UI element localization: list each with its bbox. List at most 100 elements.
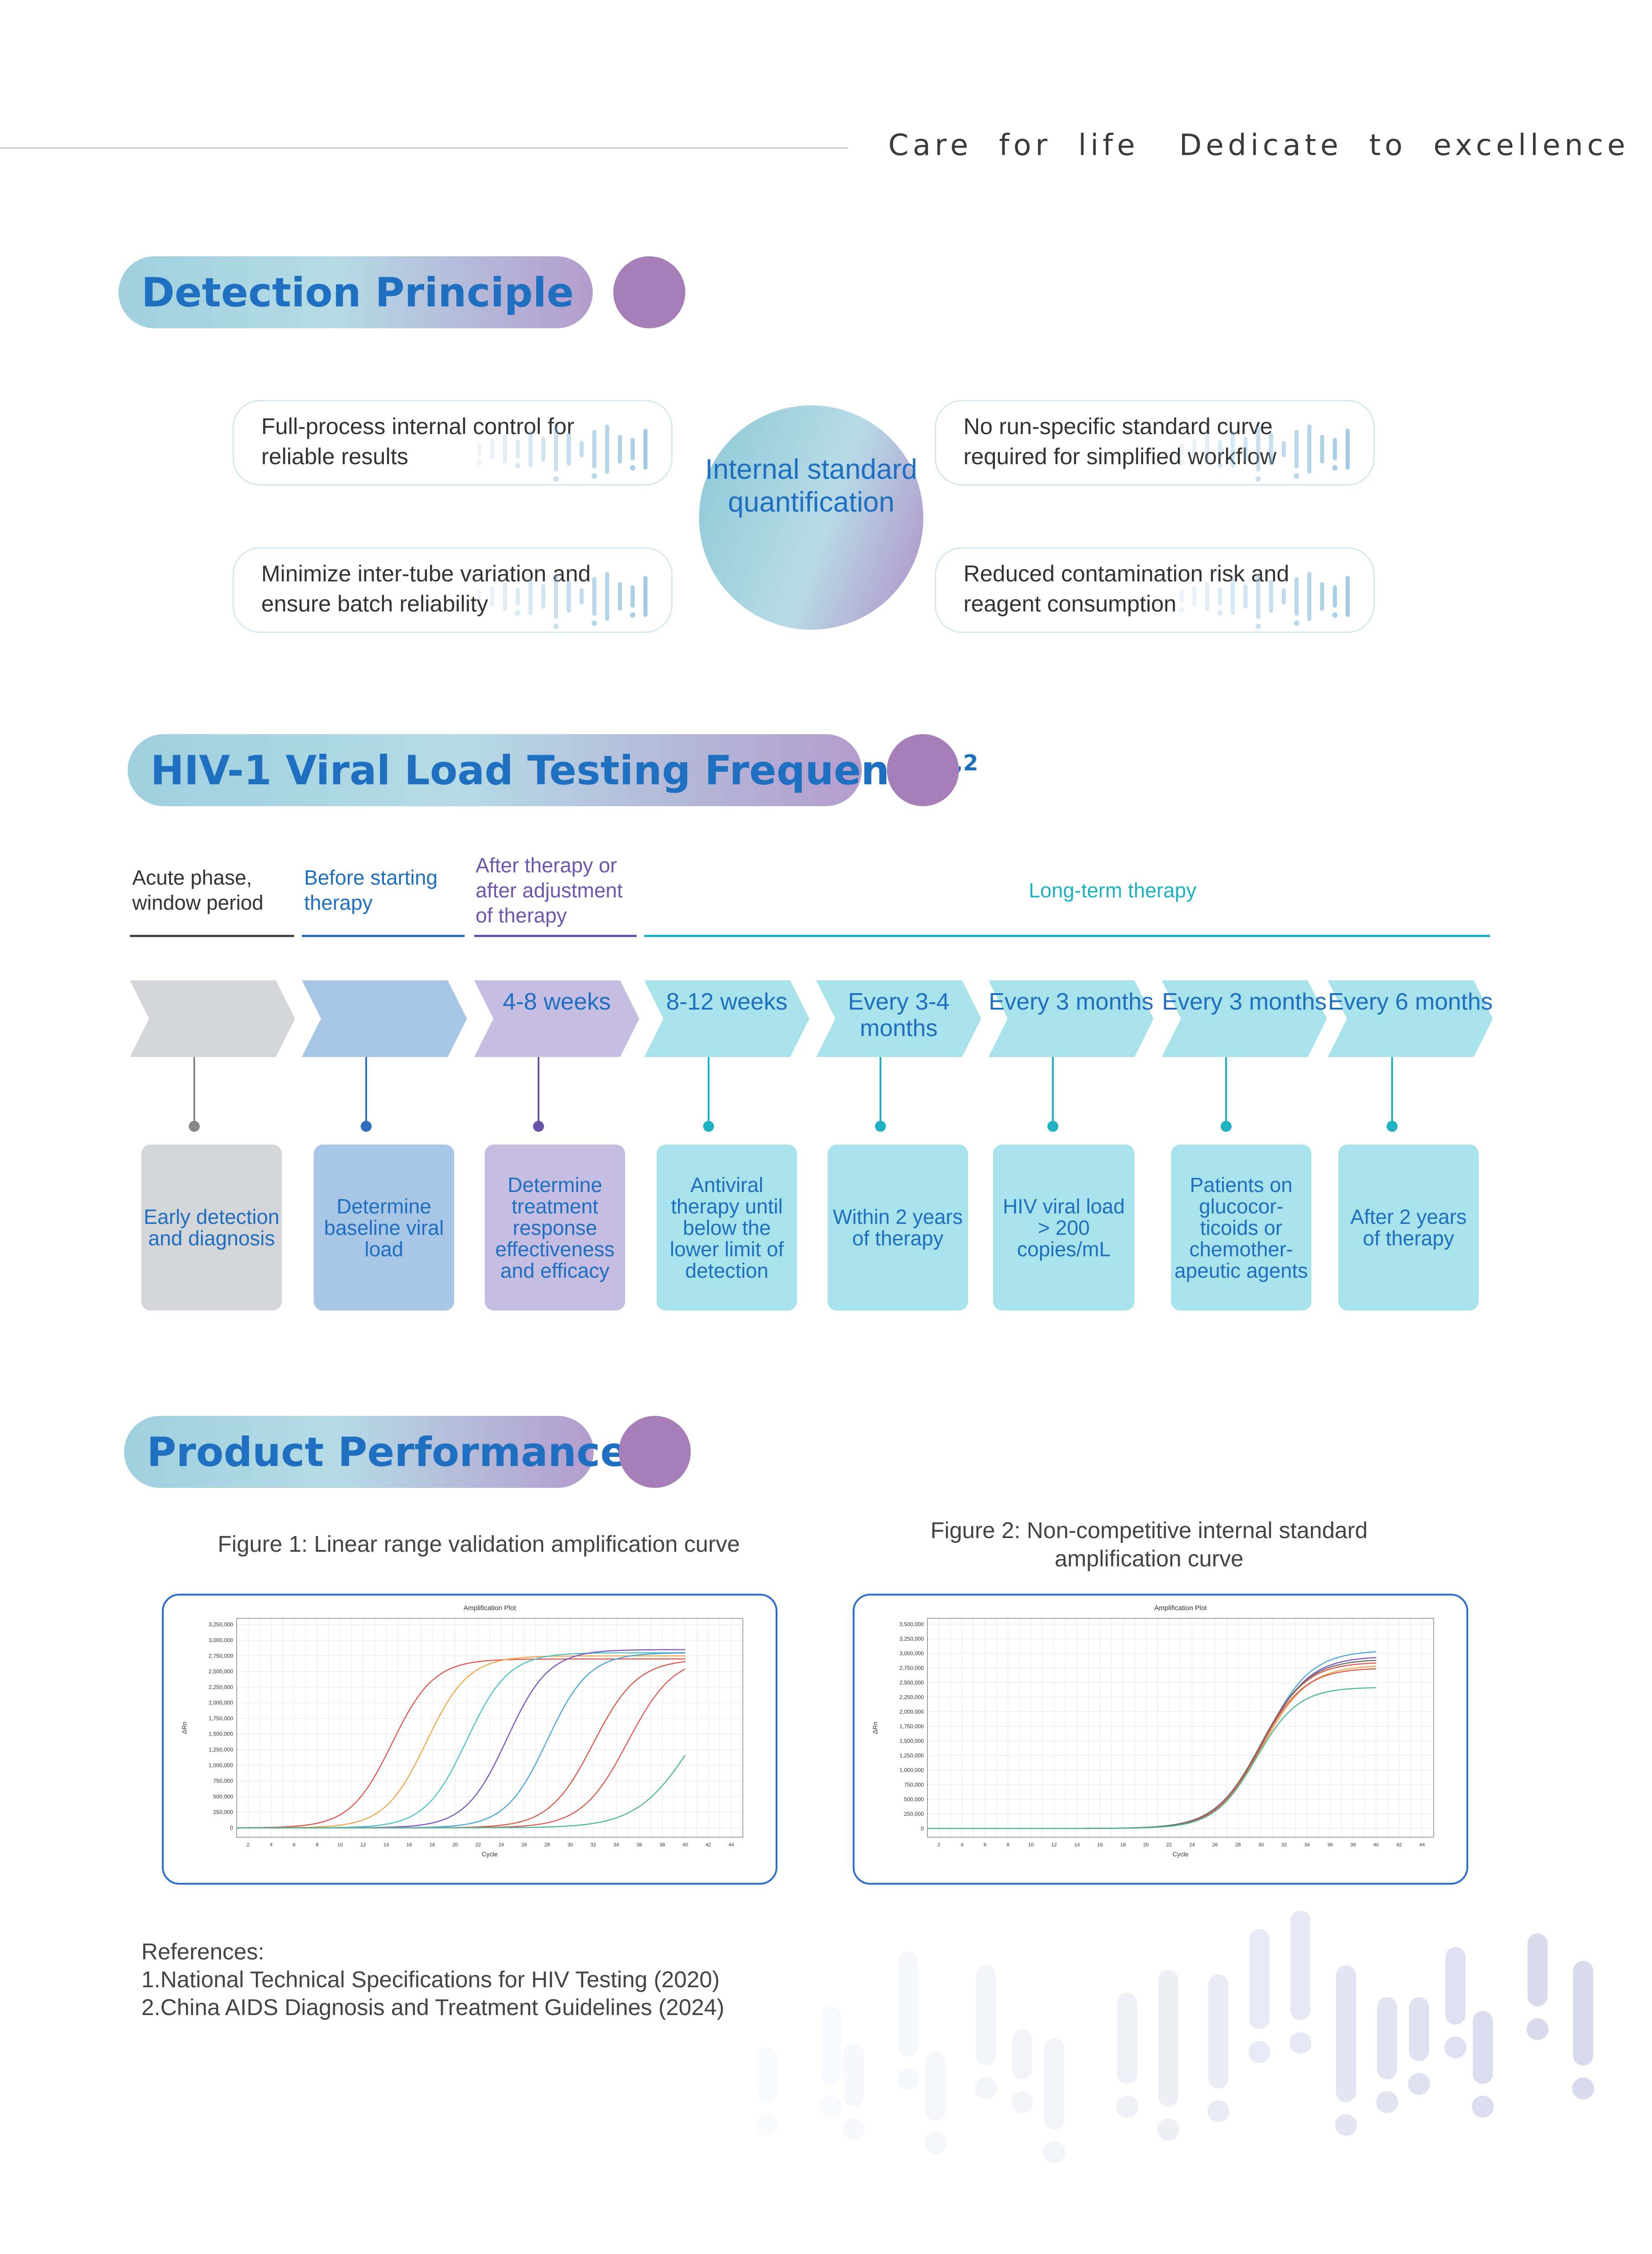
- plot-area: [236, 1618, 743, 1838]
- wave-bar: [1333, 438, 1337, 461]
- tagline: Care for life Dedicate to excellence: [888, 129, 1630, 162]
- wave-dot: [1255, 476, 1261, 482]
- x-tick-label: 42: [705, 1842, 711, 1848]
- section-title-performance: Product Performance: [124, 1416, 627, 1488]
- deco-dot: [1527, 2018, 1548, 2040]
- wave-bar: [631, 585, 635, 608]
- deco-dot: [897, 2068, 919, 2090]
- phase-underline: [302, 935, 465, 937]
- y-tick-label: 500,000: [904, 1796, 924, 1803]
- section-title-text: Detection Principle: [141, 269, 574, 316]
- wave-bar: [1192, 586, 1196, 607]
- interval-label: Every 3 months: [989, 989, 1154, 1015]
- x-tick-label: 44: [1419, 1842, 1425, 1848]
- indication-text: Within 2 years of therapy: [833, 1205, 963, 1250]
- wave-bar: [580, 588, 584, 605]
- wave-dot: [1332, 612, 1338, 618]
- x-tick-label: 18: [430, 1842, 435, 1848]
- indication-card: Patients on glucocor-ticoids or chemothe…: [1171, 1145, 1311, 1311]
- indication-card: Determine baseline viral load: [314, 1145, 454, 1311]
- amplification-curve: [237, 1668, 686, 1829]
- wave-bar: [1205, 582, 1209, 611]
- references-heading: References:: [141, 1939, 264, 1964]
- wave-bar: [1295, 430, 1299, 469]
- wave-bars-icon: [1179, 572, 1350, 629]
- wave-dot: [1332, 465, 1338, 471]
- wave-bars-icon: [476, 572, 647, 629]
- wave-bar: [516, 587, 520, 606]
- x-tick-label: 28: [1235, 1842, 1241, 1848]
- x-tick-label: 26: [522, 1842, 527, 1848]
- deco-dot: [1011, 2091, 1033, 2113]
- y-tick-label: 1,750,000: [209, 1715, 233, 1721]
- y-tick-label: 750,000: [904, 1782, 924, 1788]
- x-tick-label: 8: [1007, 1842, 1010, 1848]
- connector-line: [1391, 1057, 1393, 1125]
- x-tick-label: 22: [1166, 1842, 1172, 1848]
- connector-line: [538, 1057, 539, 1125]
- indication-card: Early detection and diagnosis: [141, 1145, 282, 1311]
- deco-dot: [820, 2096, 842, 2118]
- y-tick-label: 500,000: [213, 1793, 233, 1800]
- x-tick-label: 2: [937, 1842, 940, 1848]
- connector-dot: [1387, 1121, 1398, 1132]
- y-tick-label: 0: [921, 1825, 924, 1832]
- deco-dot: [843, 2119, 865, 2140]
- x-axis-label: Cycle: [482, 1850, 497, 1858]
- wave-bar: [554, 426, 558, 472]
- wave-bar: [490, 586, 494, 607]
- amplification-curve: [237, 1755, 686, 1829]
- wave-dot: [553, 623, 559, 629]
- amplification-curve: [927, 1665, 1376, 1829]
- deco-bar: [1445, 1947, 1466, 2025]
- indication-card: Within 2 years of therapy: [828, 1145, 968, 1311]
- x-tick-label: 36: [637, 1842, 642, 1848]
- deco-bar: [1249, 1929, 1269, 2029]
- frequency-title-text: HIV-1 Viral Load Testing Frequency: [150, 747, 940, 794]
- chevron-arrow-shape: [816, 980, 981, 1057]
- center-circle: Internal standard quantification: [699, 405, 923, 630]
- phase-label-after: After therapy or after adjustment of the…: [476, 854, 623, 927]
- y-tick-label: 750,000: [213, 1778, 233, 1784]
- phase-underline: [644, 935, 1490, 937]
- amplification-curve: [237, 1658, 685, 1829]
- wave-bar: [1231, 578, 1235, 615]
- wave-bar: [1218, 587, 1222, 606]
- deco-bar: [976, 1965, 996, 2066]
- x-tick-label: 44: [729, 1842, 734, 1848]
- wave-bar: [1218, 440, 1222, 459]
- indication-text: Patients on glucocor-ticoids or chemothe…: [1174, 1173, 1308, 1282]
- wave-bar: [477, 443, 482, 456]
- x-tick-label: 36: [1327, 1842, 1333, 1848]
- y-tick-label: 2,500,000: [209, 1668, 233, 1675]
- amplification-plot-2: Amplification Plot0250,000500,000750,000…: [871, 1604, 1434, 1858]
- y-tick-label: 3,000,000: [209, 1637, 233, 1643]
- principle-box: No run-specific standard curve required …: [935, 400, 1375, 486]
- y-tick-label: 3,250,000: [209, 1622, 233, 1628]
- wave-bars-icon: [1179, 425, 1350, 482]
- connector-dot: [533, 1121, 544, 1132]
- y-tick-label: 250,000: [904, 1811, 924, 1817]
- wave-bars-icon: [476, 425, 647, 482]
- x-tick-label: 40: [683, 1842, 688, 1848]
- interval-label: Every 6 months: [1328, 989, 1493, 1015]
- deco-dot: [975, 2078, 997, 2099]
- connector-line: [1225, 1057, 1227, 1125]
- principle-box: Full-process internal control for reliab…: [233, 400, 673, 486]
- y-axis-label: ΔRn: [181, 1721, 188, 1734]
- wave-dot: [515, 463, 521, 469]
- wave-dot: [476, 607, 482, 613]
- x-tick-label: 38: [659, 1842, 665, 1848]
- interval-label: 4-8 weeks: [502, 989, 611, 1015]
- x-tick-label: 38: [1350, 1842, 1356, 1848]
- wave-bar: [618, 582, 622, 611]
- x-tick-label: 18: [1120, 1842, 1126, 1848]
- center-circle-label: Internal standard quantification: [705, 454, 917, 518]
- amplification-curve: [927, 1662, 1376, 1829]
- deco-bar: [757, 2047, 777, 2102]
- indication-card: After 2 years of therapy: [1338, 1145, 1479, 1311]
- x-tick-label: 4: [270, 1842, 273, 1848]
- principle-box: Minimize inter-tube variation and ensure…: [233, 547, 673, 633]
- interval-label: 8-12 weeks: [666, 989, 787, 1015]
- x-tick-label: 14: [1074, 1842, 1080, 1848]
